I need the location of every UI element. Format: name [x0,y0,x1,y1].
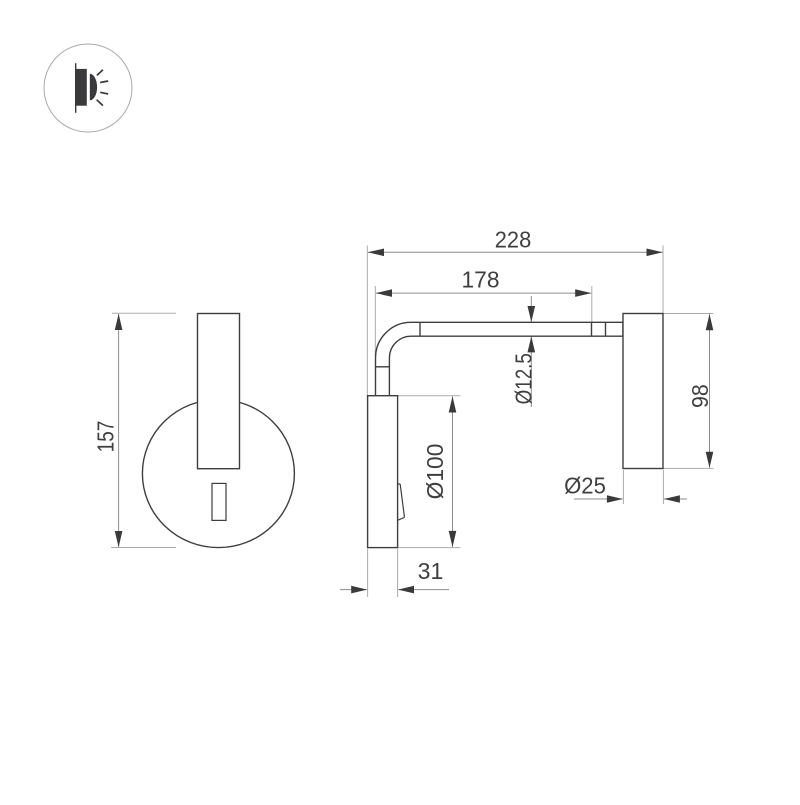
svg-text:228: 228 [495,226,531,253]
svg-text:178: 178 [461,266,499,292]
svg-text:98: 98 [687,384,713,408]
svg-text:31: 31 [418,558,444,584]
svg-text:Ø100: Ø100 [421,444,447,500]
svg-text:Ø25: Ø25 [564,472,606,499]
svg-text:157: 157 [93,421,119,453]
svg-text:Ø12.5: Ø12.5 [510,353,537,404]
